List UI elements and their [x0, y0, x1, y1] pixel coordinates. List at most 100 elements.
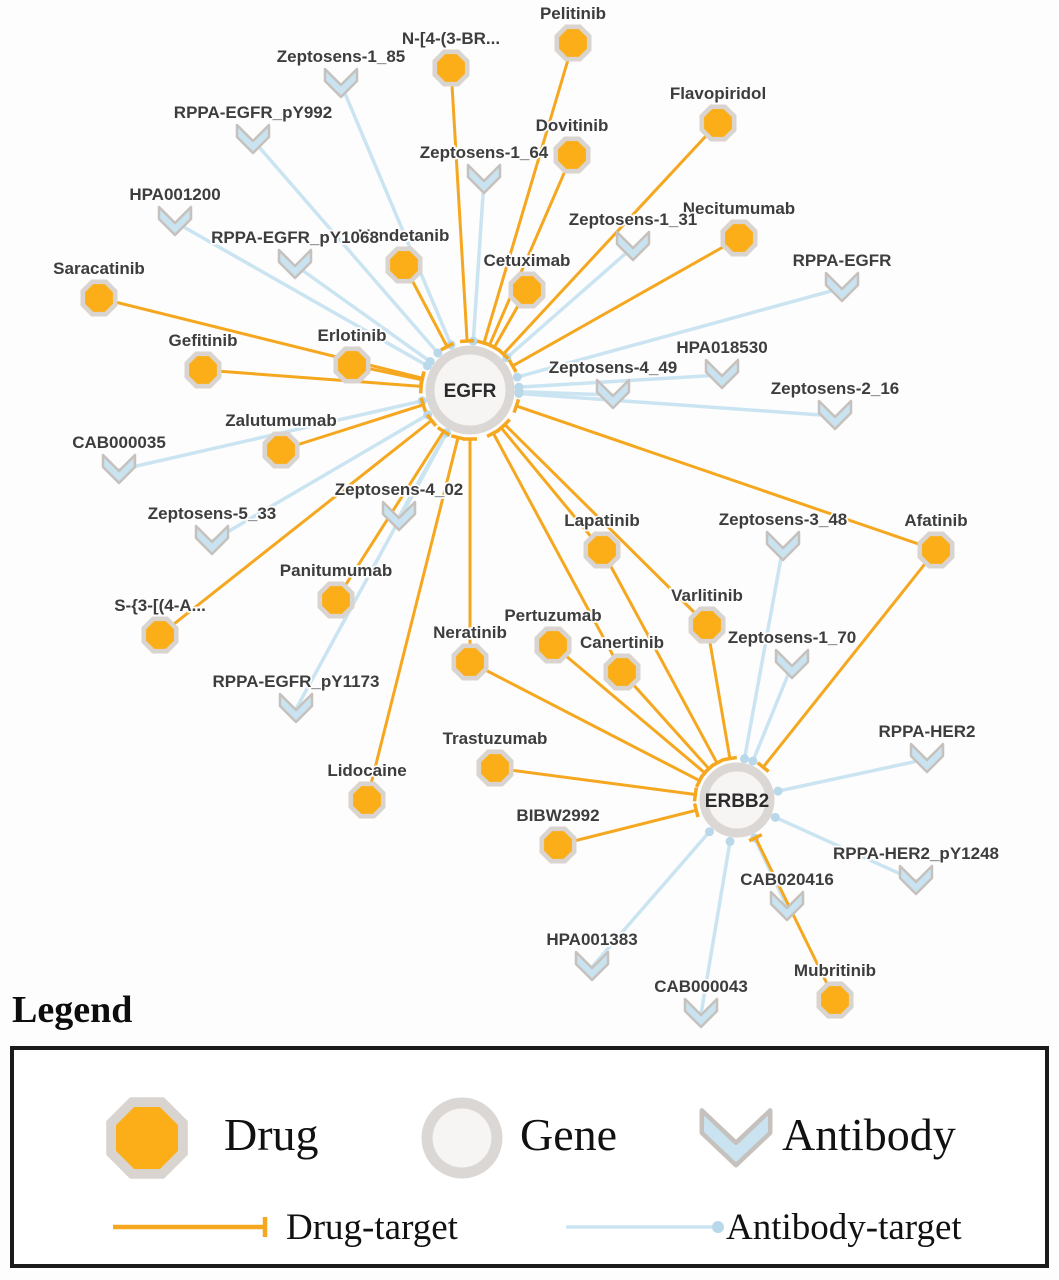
drug-node-label: Panitumumab — [280, 561, 392, 580]
antibody-node-zeptosens-1-85[interactable] — [323, 67, 359, 99]
drug-node-label: Dovitinib — [536, 116, 609, 135]
antibody-node-zeptosens-2-16[interactable] — [817, 399, 853, 431]
drug-node-label: Pelitinib — [540, 4, 606, 23]
antibody-chevron-icon — [323, 67, 359, 99]
antibody-chevron-icon — [277, 248, 313, 280]
drug-target-edge — [557, 808, 697, 847]
antibody-node-rppa-egfr[interactable] — [824, 271, 860, 303]
drug-node-varlitinib[interactable] — [693, 611, 721, 639]
drug-target-edge — [202, 368, 422, 388]
drug-node-lidocaine[interactable] — [353, 786, 381, 814]
antibody-chevron-icon — [704, 358, 740, 390]
drug-target-edge-tee — [436, 426, 451, 437]
drug-node-flavopiridol[interactable] — [704, 109, 732, 137]
drug-target-edge — [500, 426, 604, 551]
drug-node-bibw2992[interactable] — [544, 831, 572, 859]
antibody-node-cab000043[interactable] — [683, 997, 719, 1029]
antibody-target-edge-dot — [770, 812, 780, 822]
antibody-chevron-icon — [157, 205, 193, 237]
drug-node-label: Saracatinib — [53, 259, 145, 278]
drug-node-s-3-4-a[interactable] — [146, 621, 174, 649]
drug-node-label: Neratinib — [433, 623, 507, 642]
drug-node-label: N-[4-(3-BR... — [402, 29, 500, 48]
drug-target-edge — [365, 437, 460, 801]
antibody-node-label: RPPA-HER2_pY1248 — [833, 844, 999, 863]
antibody-target-edge-dot — [512, 372, 522, 382]
gene-node-egfr[interactable] — [425, 345, 515, 435]
antibody-node-label: RPPA-HER2 — [879, 722, 976, 741]
drug-node-saracatinib[interactable] — [85, 284, 113, 312]
drug-node-trastuzumab[interactable] — [481, 754, 509, 782]
antibody-node-zeptosens-1-64[interactable] — [466, 163, 502, 195]
antibody-target-edge — [211, 413, 429, 543]
antibody-target-edge — [516, 286, 843, 379]
antibody-node-zeptosens-4-49[interactable] — [595, 378, 631, 410]
drug-node-erlotinib[interactable] — [338, 351, 366, 379]
drug-target-edge-tee — [460, 338, 475, 344]
drug-target-edge-tee — [722, 755, 738, 762]
drug-node-afatinib[interactable] — [922, 536, 950, 564]
antibody-node-label: Zeptosens-1_64 — [420, 143, 549, 162]
antibody-target-edge — [294, 432, 449, 710]
antibody-node-rppa-her2[interactable] — [909, 742, 945, 774]
node-layer — [80, 24, 955, 1029]
antibody-target-edge — [518, 391, 836, 418]
drug-node-cetuximab[interactable] — [513, 276, 541, 304]
antibody-node-label: RPPA-EGFR_pY1173 — [213, 672, 380, 691]
drug-node-n-4-3-br[interactable] — [437, 54, 465, 82]
drug-node-gefitinib[interactable] — [189, 356, 217, 384]
gene-node-erbb2[interactable] — [699, 762, 775, 838]
antibody-chevron-icon — [765, 530, 801, 562]
antibody-node-zeptosens-5-33[interactable] — [194, 524, 230, 556]
drug-node-pertuzumab[interactable] — [539, 631, 567, 659]
drug-node-zalutumumab[interactable] — [267, 436, 295, 464]
drug-node-label: Lidocaine — [327, 761, 406, 780]
drug-node-label: Trastuzumab — [443, 729, 548, 748]
drug-target-edge — [469, 660, 701, 783]
antibody-node-cab000035[interactable] — [101, 453, 137, 485]
antibody-node-zeptosens-1-70[interactable] — [774, 648, 810, 680]
gene-node-label: ERBB2 — [705, 791, 769, 812]
antibody-node-label: CAB000043 — [654, 977, 748, 996]
drug-node-mubritinib[interactable] — [821, 986, 849, 1014]
antibody-target-edge — [777, 757, 928, 793]
drug-node-lapatinib[interactable] — [588, 536, 616, 564]
antibody-node-label: HPA001200 — [129, 185, 220, 204]
drug-target-edge-icon — [113, 1217, 268, 1237]
antibody-node-hpa001383[interactable] — [574, 950, 610, 982]
drug-target-edge-tee — [440, 341, 455, 352]
drug-node-neratinib[interactable] — [456, 648, 484, 676]
antibody-node-rppa-egfr-py1173[interactable] — [278, 692, 314, 724]
legend-label-antibody: Antibody — [782, 1109, 956, 1160]
drug-node-label: Canertinib — [580, 633, 664, 652]
antibody-node-rppa-egfr-py992[interactable] — [235, 123, 271, 155]
drug-node-vandetanib[interactable] — [390, 251, 418, 279]
drug-target-edge-tee — [692, 787, 699, 802]
edge-layer — [98, 42, 938, 1015]
drug-node-label: BIBW2992 — [516, 806, 599, 825]
drug-target-edge-tee — [699, 766, 711, 780]
antibody-node-rppa-egfr-py1068[interactable] — [277, 248, 313, 280]
antibody-node-zeptosens-4-02[interactable] — [381, 500, 417, 532]
legend-label-antibody-target: Antibody-target — [726, 1207, 962, 1248]
drug-target-edge-tee — [756, 761, 770, 773]
drug-node-canertinib[interactable] — [608, 658, 636, 686]
drug-node-label: Varlitinib — [671, 586, 743, 605]
antibody-chevron-icon — [817, 399, 853, 431]
antibody-node-hpa001200[interactable] — [157, 205, 193, 237]
antibody-node-label: Zeptosens-4_02 — [335, 480, 464, 499]
antibody-node-cab020416[interactable] — [769, 890, 805, 922]
antibody-target-edge — [742, 546, 785, 759]
drug-node-label: Mubritinib — [794, 961, 876, 980]
drug-node-panitumumab[interactable] — [322, 586, 350, 614]
drug-node-dovitinib[interactable] — [558, 141, 586, 169]
drug-icon-core — [115, 1106, 179, 1170]
drug-target-edge — [502, 121, 720, 356]
antibody-target-edge — [699, 841, 732, 1015]
antibody-node-hpa018530[interactable] — [704, 358, 740, 390]
antibody-node-zeptosens-3-48[interactable] — [765, 530, 801, 562]
drug-node-pelitinib[interactable] — [559, 29, 587, 57]
drug-node-necitumumab[interactable] — [725, 224, 753, 252]
antibody-node-zeptosens-1-31[interactable] — [615, 230, 651, 262]
antibody-node-rppa-her2-py1248[interactable] — [898, 864, 934, 896]
